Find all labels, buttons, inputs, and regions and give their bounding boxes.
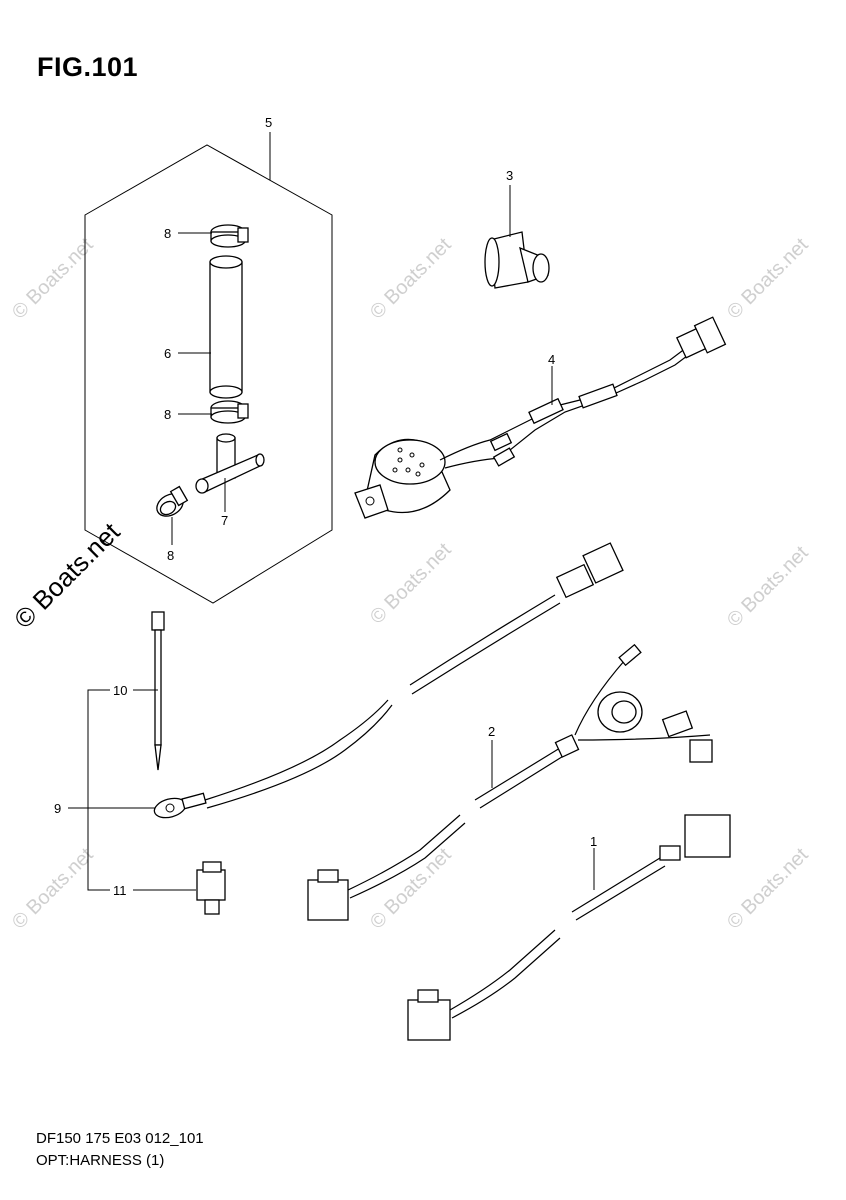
figure-title: FIG.101: [37, 52, 139, 82]
watermark-text: © Boats.net: [366, 844, 456, 934]
hose-clamp-bottom[interactable]: [153, 485, 189, 521]
watermark-text: © Boats.net: [366, 234, 456, 324]
footer-diagram-name: OPT:HARNESS (1): [36, 1152, 165, 1169]
watermark-text: © Boats.net: [366, 539, 456, 629]
callout-8: 8: [167, 548, 174, 563]
callout-10: 10: [113, 683, 127, 698]
hose[interactable]: [209, 255, 243, 399]
group-bracket: [87, 689, 110, 891]
plug[interactable]: [484, 231, 550, 289]
callout-9: 9: [54, 801, 61, 816]
tee-joint[interactable]: [195, 433, 265, 494]
callout-4: 4: [548, 352, 555, 367]
callout-1: 1: [590, 834, 597, 849]
buzzer[interactable]: [354, 316, 727, 519]
watermark-text: © Boats.net: [723, 234, 813, 324]
harness-2[interactable]: [307, 643, 713, 921]
watermark-text: © Boats.net: [8, 844, 98, 934]
cable-tie[interactable]: [151, 611, 165, 771]
harness-1[interactable]: [407, 814, 731, 1041]
callout-2: 2: [488, 724, 495, 739]
footer-diagram-code: DF150 175 E03 012_101: [36, 1130, 204, 1147]
watermark-text: © Boats.net: [723, 542, 813, 632]
callout-3: 3: [506, 168, 513, 183]
kit-outline: [84, 144, 333, 604]
callout-8: 8: [164, 226, 171, 241]
watermark-text: © Boats.net: [723, 844, 813, 934]
callout-8: 8: [164, 407, 171, 422]
watermark-text: © Boats.net: [8, 234, 98, 324]
fuse[interactable]: [196, 861, 226, 915]
callout-11: 11: [113, 883, 127, 898]
callout-7: 7: [221, 513, 228, 528]
callout-6: 6: [164, 346, 171, 361]
hose-clamp-top[interactable]: [210, 224, 249, 248]
watermark-text-large: © Boats.net: [8, 516, 126, 634]
ground-lead[interactable]: [152, 542, 624, 821]
callout-5: 5: [265, 115, 272, 130]
hose-clamp-middle[interactable]: [210, 400, 249, 424]
